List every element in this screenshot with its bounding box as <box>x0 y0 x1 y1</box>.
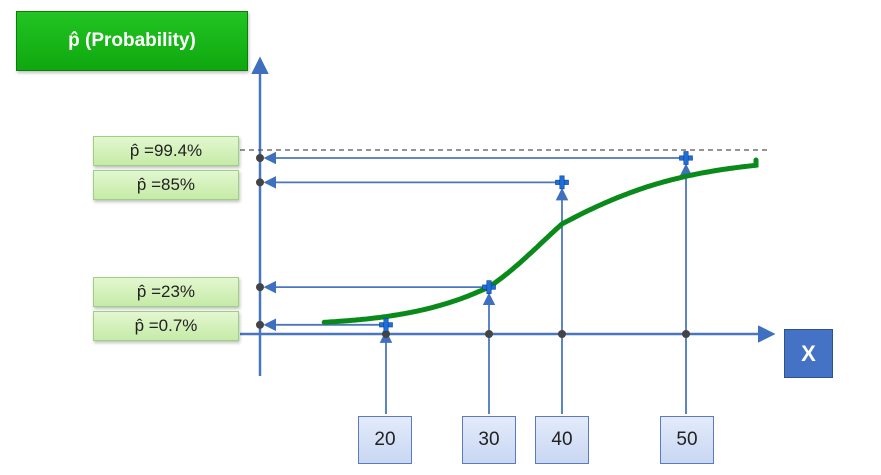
x-label-30: 30 <box>462 416 516 464</box>
data-point-50-v <box>683 151 689 165</box>
p-label-85: p̂ =85% <box>93 170 239 200</box>
data-point-30 <box>482 280 496 294</box>
x-label-50: 50 <box>660 416 714 464</box>
data-point-40-v <box>559 175 565 190</box>
x-axis-dot-30 <box>485 330 493 338</box>
p-label-0-7: p̂ =0.7% <box>93 311 239 341</box>
x-axis-dot-20 <box>382 330 390 338</box>
y-axis-dot-50 <box>256 154 264 163</box>
data-point-20-v <box>383 318 389 332</box>
data-point-20 <box>379 318 393 332</box>
data-point-50 <box>679 151 693 165</box>
x-axis-dot-40 <box>558 330 566 338</box>
x-label-40: 40 <box>535 416 589 464</box>
y-axis-title: p̂ (Probability) <box>16 11 248 71</box>
x-axis-dot-50 <box>682 330 690 338</box>
p-label-99: p̂ =99.4% <box>93 136 239 166</box>
y-axis-dot-20 <box>256 320 264 329</box>
data-point-30-v <box>486 280 492 294</box>
logistic-curve <box>321 157 759 325</box>
x-axis-title: X <box>784 329 833 378</box>
x-label-20: 20 <box>358 416 412 464</box>
y-axis-dot-30 <box>256 283 264 292</box>
data-point-40 <box>555 175 569 190</box>
p-label-23: p̂ =23% <box>93 277 239 307</box>
y-axis-dot-40 <box>256 178 264 187</box>
